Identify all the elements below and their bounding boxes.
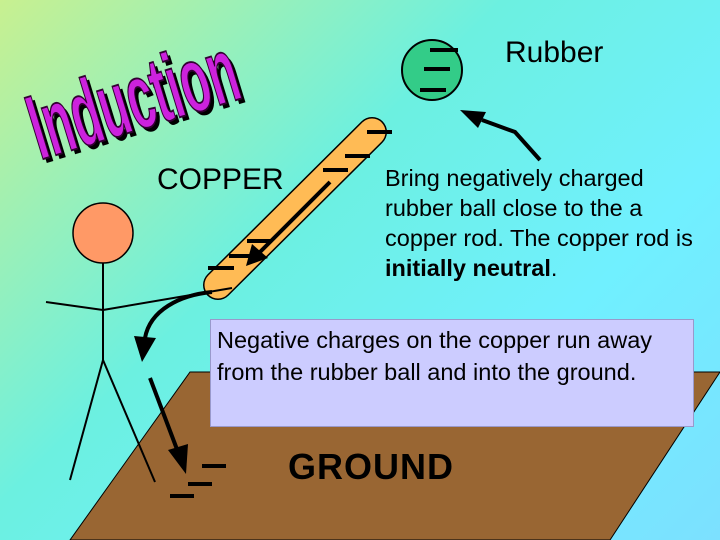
description-part1: Bring negatively charged rubber ball clo…	[385, 165, 693, 251]
description-part2: .	[551, 255, 558, 281]
ground-label: GROUND	[288, 446, 454, 488]
title-wordart: Induction Induction	[15, 16, 254, 184]
description-text: Bring negatively charged rubber ball clo…	[385, 163, 715, 283]
head	[73, 203, 133, 263]
rubber-label: Rubber	[505, 36, 603, 70]
arrow-to-rubber	[460, 110, 540, 160]
description-bold: initially neutral	[385, 255, 551, 281]
callout-box: Negative charges on the copper run away …	[210, 319, 694, 427]
copper-label: COPPER	[157, 163, 284, 197]
